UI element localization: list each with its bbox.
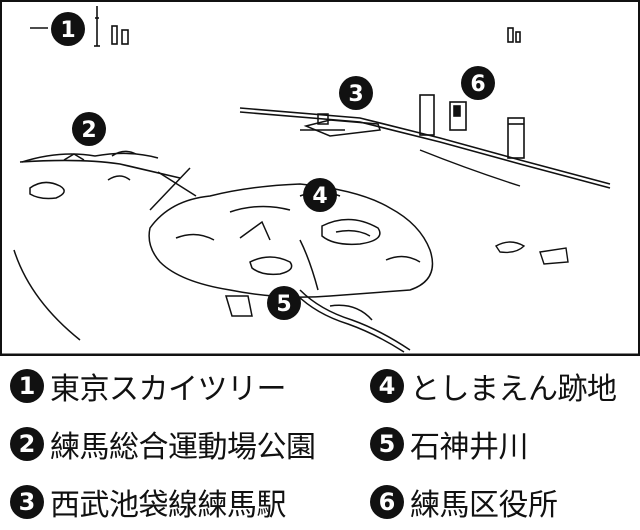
legend-number-badge: 3 xyxy=(10,485,44,519)
legend-number-badge: 4 xyxy=(370,369,404,403)
svg-text:4: 4 xyxy=(312,184,327,209)
legend-item-2: 2 練馬総合運動場公園 xyxy=(10,424,316,465)
legend-label: 練馬区役所 xyxy=(410,488,558,523)
legend-number-badge: 1 xyxy=(10,369,44,403)
legend-label: としまえん跡地 xyxy=(410,372,617,407)
scenery-details xyxy=(419,149,569,265)
svg-text:1: 1 xyxy=(60,18,75,43)
map-badge-2: 2 xyxy=(72,112,106,146)
legend-label: 練馬総合運動場公園 xyxy=(50,430,316,465)
map-badge-1: 1 xyxy=(51,12,85,46)
legend-item-3: 3 西武池袋線練馬駅 xyxy=(10,482,287,523)
map-badge-6: 6 xyxy=(461,66,495,100)
skytree-drawing xyxy=(30,6,521,47)
legend-label: 石神井川 xyxy=(410,430,529,465)
legend-number-badge: 5 xyxy=(370,427,404,461)
legend-item-6: 6 練馬区役所 xyxy=(370,482,558,523)
legend-label: 東京スカイツリー xyxy=(50,372,287,407)
map-badge-5: 5 xyxy=(267,286,301,320)
legend: 1 東京スカイツリー 2 練馬総合運動場公園 3 西武池袋線練馬駅 4 としまえ… xyxy=(0,356,640,530)
svg-text:5: 5 xyxy=(276,292,291,317)
svg-text:3: 3 xyxy=(348,82,363,107)
svg-text:6: 6 xyxy=(470,72,485,97)
ward-office-drawing xyxy=(419,94,525,159)
map-badge-3: 3 xyxy=(339,76,373,110)
map-badge-4: 4 xyxy=(303,178,337,212)
river-drawing xyxy=(224,289,411,353)
park-area-drawing xyxy=(13,150,197,341)
legend-number-badge: 6 xyxy=(370,485,404,519)
legend-item-4: 4 としまえん跡地 xyxy=(370,366,617,407)
legend-item-1: 1 東京スカイツリー xyxy=(10,366,287,407)
legend-item-5: 5 石神井川 xyxy=(370,424,529,465)
station-drawing xyxy=(300,113,382,137)
legend-number-badge: 2 xyxy=(10,427,44,461)
aerial-sketch: 1 2 3 4 5 6 xyxy=(0,0,640,356)
legend-label: 西武池袋線練馬駅 xyxy=(50,488,287,523)
svg-text:2: 2 xyxy=(81,118,96,143)
